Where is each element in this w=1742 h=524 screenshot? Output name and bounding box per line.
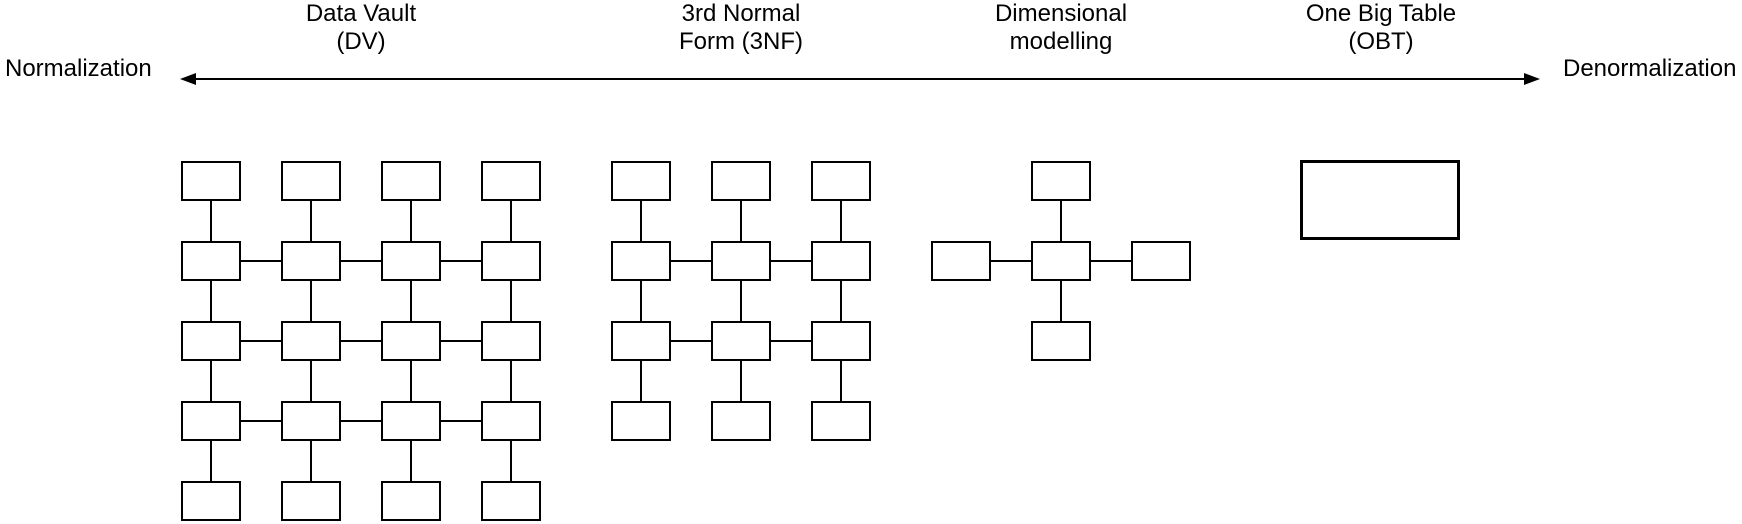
title-line: modelling — [1009, 28, 1113, 55]
arrowhead-left-icon — [180, 73, 196, 85]
one-big-table-table-box — [1300, 160, 1460, 240]
third-normal-form-table-box — [711, 241, 771, 281]
connector-line — [241, 340, 281, 342]
normalization-label: Normalization — [5, 55, 152, 82]
third-normal-form-table-box — [611, 161, 671, 201]
connector-line — [640, 281, 642, 321]
connector-line — [771, 260, 811, 262]
connector-line — [640, 361, 642, 401]
denormalization-label: Denormalization — [1563, 55, 1737, 82]
connector-line — [640, 201, 642, 241]
connector-line — [441, 420, 481, 422]
data-vault-table-box — [281, 321, 341, 361]
data-vault-table-box — [481, 401, 541, 441]
title-data-vault: Data Vault (DV) — [231, 0, 491, 56]
connector-line — [341, 260, 381, 262]
connector-line — [341, 420, 381, 422]
title-line: 3rd Normal — [681, 0, 801, 27]
data-vault-table-box — [481, 481, 541, 521]
data-vault-table-box — [381, 481, 441, 521]
title-line: (OBT) — [1348, 28, 1414, 55]
third-normal-form-table-box — [611, 401, 671, 441]
data-vault-table-box — [181, 161, 241, 201]
connector-line — [771, 340, 811, 342]
connector-line — [840, 281, 842, 321]
connector-line — [310, 201, 312, 241]
connector-line — [671, 340, 711, 342]
connector-line — [241, 420, 281, 422]
title-line: Dimensional — [994, 0, 1128, 27]
connector-line — [740, 201, 742, 241]
title-line: Data Vault — [305, 0, 417, 27]
arrowhead-right-icon — [1524, 73, 1540, 85]
connector-line — [740, 281, 742, 321]
title-dimensional-modelling: Dimensional modelling — [931, 0, 1191, 56]
connector-line — [991, 260, 1031, 262]
data-vault-table-box — [381, 321, 441, 361]
data-vault-table-box — [481, 241, 541, 281]
connector-line — [210, 201, 212, 241]
connector-line — [410, 201, 412, 241]
connector-line — [1060, 281, 1062, 321]
data-vault-table-box — [281, 241, 341, 281]
dimensional-modelling-table-box — [1031, 241, 1091, 281]
third-normal-form-table-box — [711, 321, 771, 361]
connector-line — [341, 340, 381, 342]
connector-line — [210, 281, 212, 321]
dimensional-modelling-table-box — [1031, 321, 1091, 361]
third-normal-form-table-box — [811, 401, 871, 441]
connector-line — [840, 361, 842, 401]
connector-line — [210, 441, 212, 481]
connector-line — [510, 361, 512, 401]
title-line: One Big Table — [1305, 0, 1457, 27]
data-vault-table-box — [181, 241, 241, 281]
dimensional-modelling-table-box — [1031, 161, 1091, 201]
spectrum-arrow-line — [194, 78, 1526, 80]
dimensional-modelling-table-box — [931, 241, 991, 281]
dimensional-modelling-table-box — [1131, 241, 1191, 281]
data-vault-table-box — [381, 161, 441, 201]
third-normal-form-table-box — [811, 161, 871, 201]
third-normal-form-table-box — [811, 241, 871, 281]
data-vault-table-box — [281, 481, 341, 521]
data-vault-table-box — [481, 161, 541, 201]
data-vault-table-box — [281, 161, 341, 201]
connector-line — [310, 361, 312, 401]
third-normal-form-table-box — [611, 321, 671, 361]
connector-line — [671, 260, 711, 262]
connector-line — [740, 361, 742, 401]
connector-line — [1060, 201, 1062, 241]
title-line: (DV) — [336, 28, 386, 55]
title-one-big-table: One Big Table (OBT) — [1251, 0, 1511, 56]
connector-line — [310, 281, 312, 321]
title-third-normal-form: 3rd Normal Form (3NF) — [611, 0, 871, 56]
connector-line — [510, 281, 512, 321]
title-line: Form (3NF) — [679, 28, 803, 55]
connector-line — [510, 201, 512, 241]
third-normal-form-table-box — [611, 241, 671, 281]
data-vault-table-box — [181, 321, 241, 361]
data-vault-table-box — [381, 241, 441, 281]
connector-line — [441, 260, 481, 262]
connector-line — [1091, 260, 1131, 262]
data-vault-table-box — [381, 401, 441, 441]
connector-line — [510, 441, 512, 481]
connector-line — [441, 340, 481, 342]
connector-line — [310, 441, 312, 481]
connector-line — [840, 201, 842, 241]
data-vault-table-box — [481, 321, 541, 361]
connector-line — [210, 361, 212, 401]
connector-line — [241, 260, 281, 262]
third-normal-form-table-box — [811, 321, 871, 361]
connector-line — [410, 281, 412, 321]
connector-line — [410, 441, 412, 481]
data-vault-table-box — [281, 401, 341, 441]
connector-line — [410, 361, 412, 401]
third-normal-form-table-box — [711, 401, 771, 441]
data-vault-table-box — [181, 481, 241, 521]
data-vault-table-box — [181, 401, 241, 441]
third-normal-form-table-box — [711, 161, 771, 201]
